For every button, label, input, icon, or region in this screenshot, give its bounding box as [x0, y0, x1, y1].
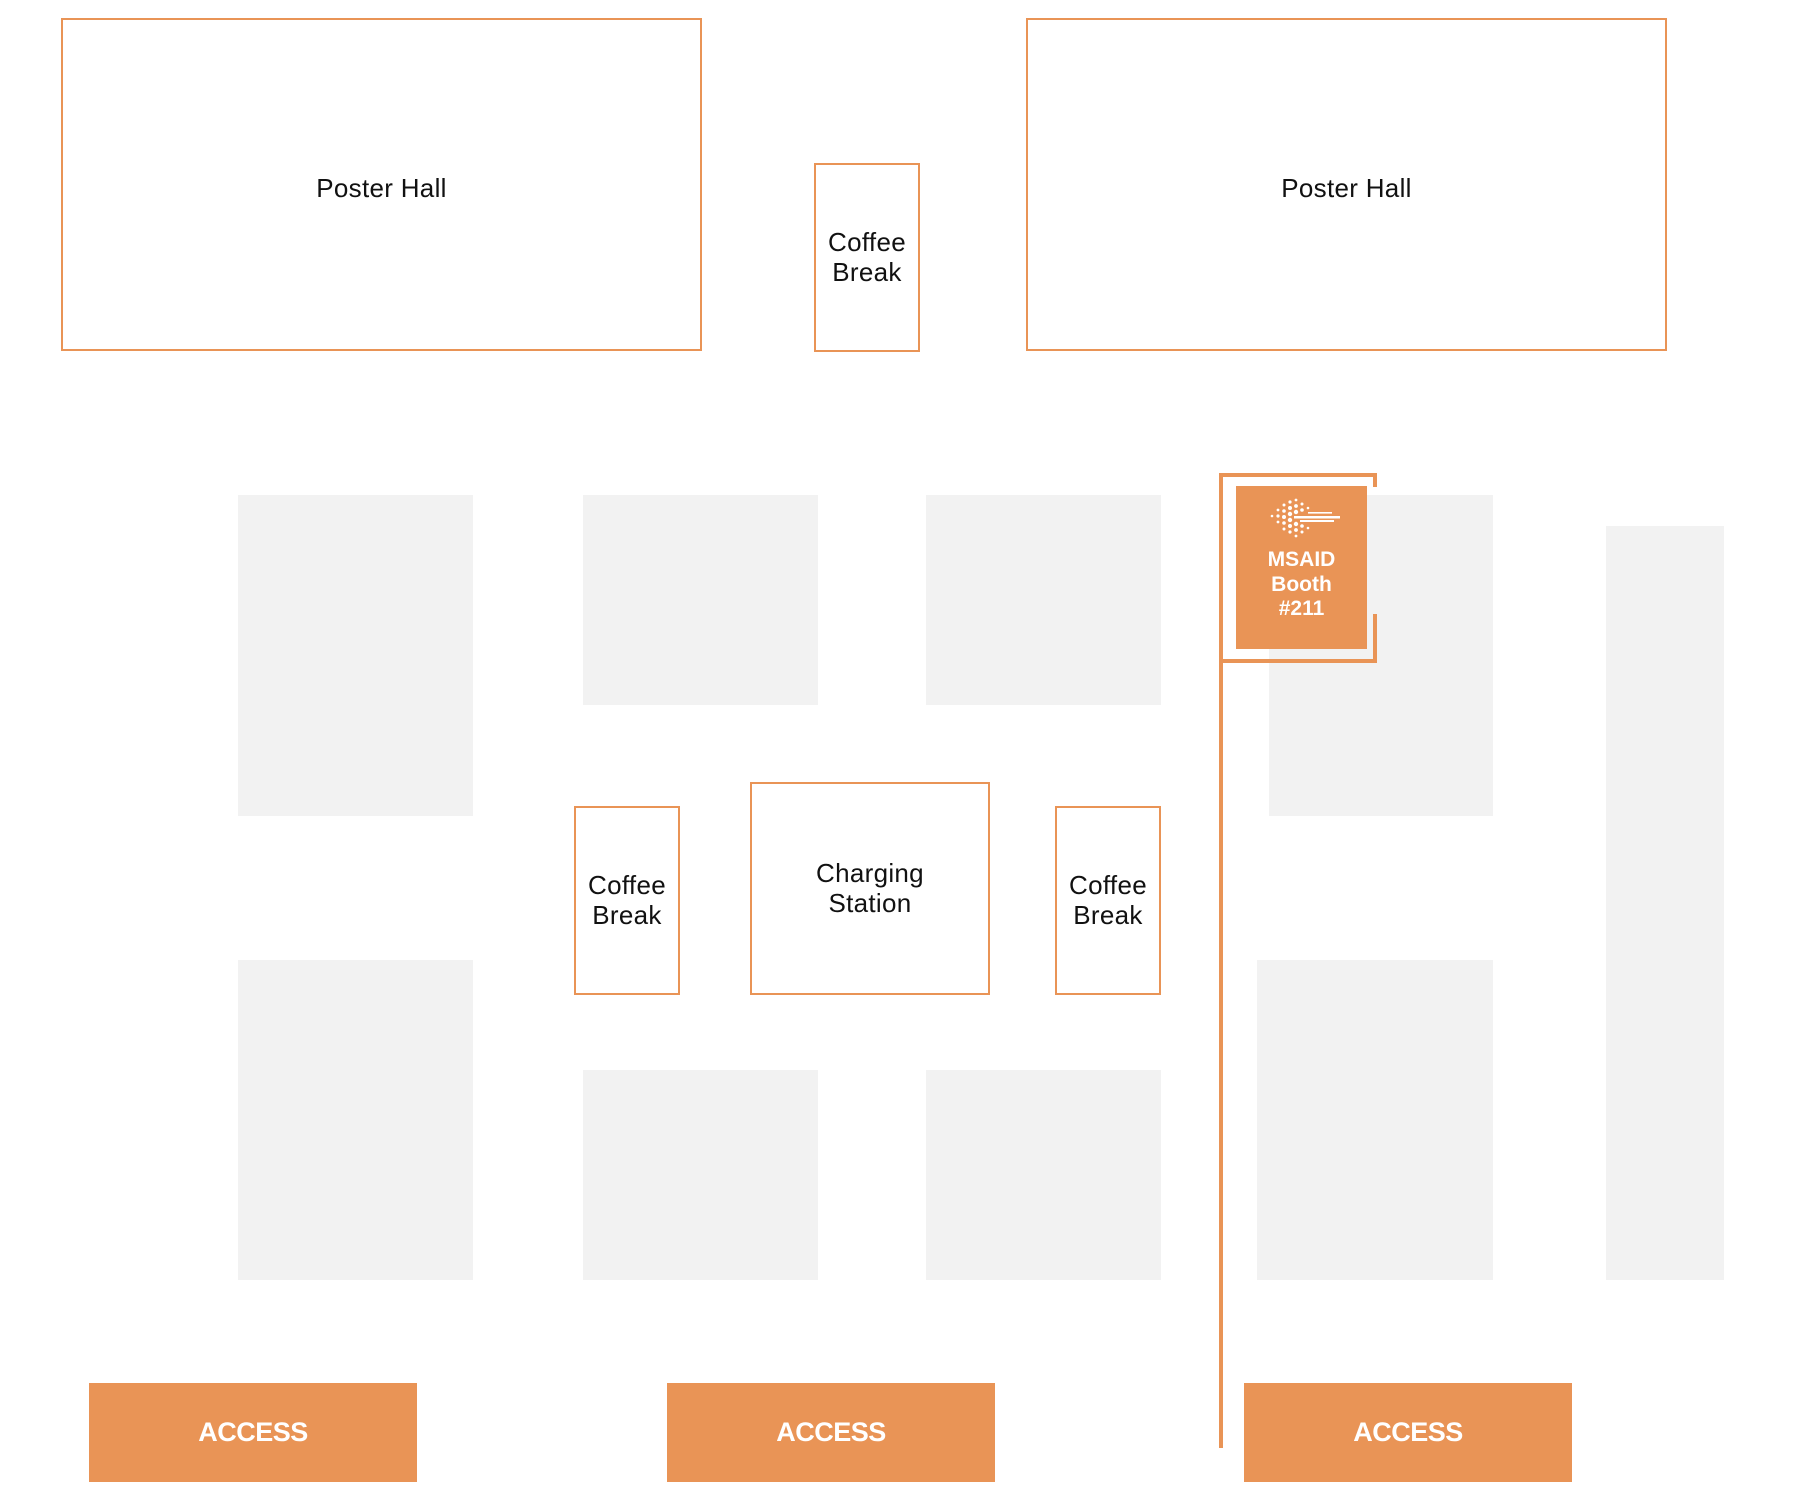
- coffee-break-label: Coffee Break: [828, 226, 906, 287]
- poster-hall-left[interactable]: Poster Hall: [61, 18, 702, 351]
- msaid-logo-icon: [1270, 498, 1340, 538]
- coffee-break-label: Coffee Break: [1069, 869, 1147, 930]
- poster-hall-label: Poster Hall: [316, 173, 447, 203]
- exhibit-stand: [1606, 526, 1724, 1280]
- booth-bracket-corner: [1373, 614, 1377, 663]
- msaid-booth-marker[interactable]: MSAID Booth #211: [1236, 486, 1367, 649]
- access-center[interactable]: ACCESS: [667, 1383, 995, 1482]
- booth-highlight-bracket: [1219, 473, 1377, 663]
- coffee-break-label: Coffee Break: [588, 869, 666, 930]
- coffee-break-left[interactable]: Coffee Break: [574, 806, 680, 995]
- charging-station[interactable]: Charging Station: [750, 782, 990, 995]
- coffee-break-top[interactable]: Coffee Break: [814, 163, 920, 352]
- access-right[interactable]: ACCESS: [1244, 1383, 1572, 1482]
- exhibit-stand: [926, 495, 1161, 705]
- exhibit-stand: [238, 495, 473, 816]
- booth-label: MSAID Booth #211: [1267, 548, 1336, 621]
- coffee-break-right[interactable]: Coffee Break: [1055, 806, 1161, 995]
- access-label: ACCESS: [198, 1417, 308, 1447]
- exhibit-stand: [583, 1070, 818, 1280]
- poster-hall-label: Poster Hall: [1281, 173, 1412, 203]
- exhibit-stand: [583, 495, 818, 705]
- charging-station-label: Charging Station: [816, 857, 924, 918]
- exhibit-stand: [926, 1070, 1161, 1280]
- exhibit-stand: [1257, 960, 1493, 1280]
- exhibit-stand: [238, 960, 473, 1280]
- poster-hall-right[interactable]: Poster Hall: [1026, 18, 1667, 351]
- access-label: ACCESS: [1353, 1417, 1463, 1447]
- booth-pointer-line: [1219, 473, 1223, 1448]
- booth-bracket-corner: [1373, 473, 1377, 487]
- access-left[interactable]: ACCESS: [89, 1383, 417, 1482]
- access-label: ACCESS: [776, 1417, 886, 1447]
